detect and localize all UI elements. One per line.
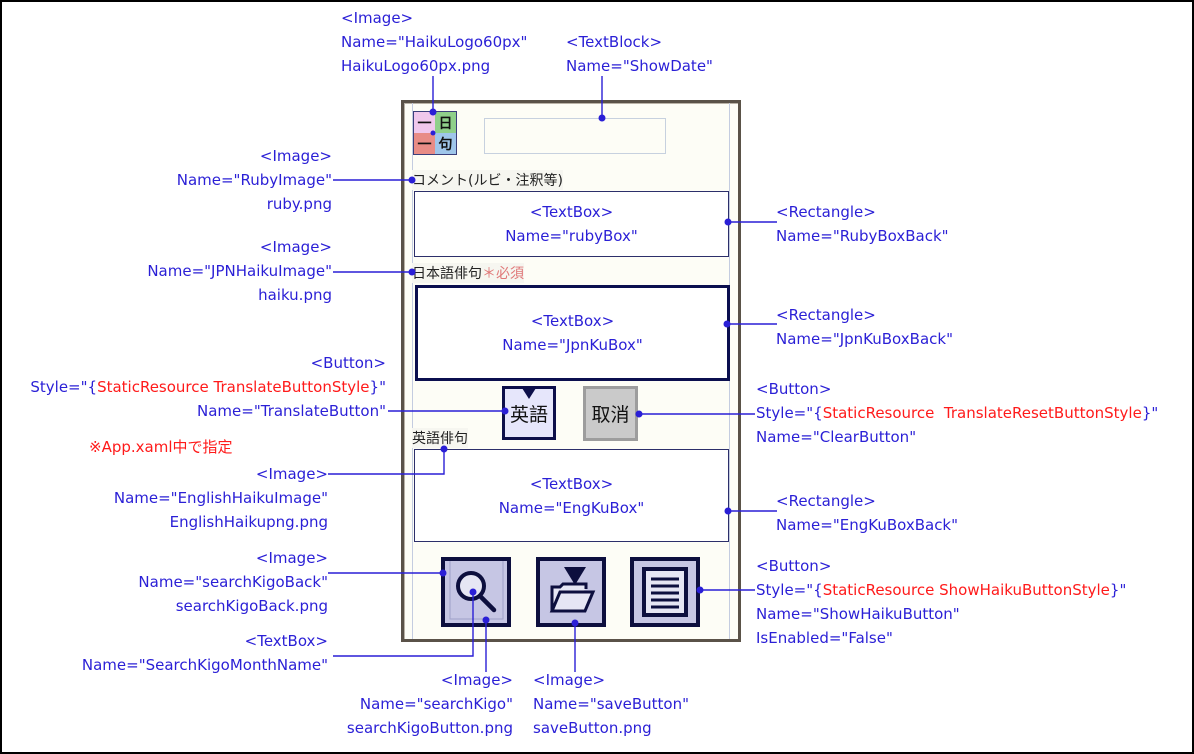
translate-button-label: 英語 bbox=[509, 403, 548, 426]
annotation-tag: <Image> bbox=[533, 671, 606, 689]
annotation-name: Name="JPNHaikuImage" bbox=[147, 262, 332, 280]
annotation-name: Name="RubyImage" bbox=[176, 171, 332, 189]
clear-button-label: 取消 bbox=[591, 404, 630, 426]
ruby-textbox-tag: <TextBox> bbox=[529, 203, 614, 221]
annotation-ruby-image: <Image> Name="RubyImage" ruby.png bbox=[177, 144, 332, 216]
app-xaml-note: ※App.xaml中で指定 bbox=[89, 438, 233, 456]
annotation-name: Name="HaikuLogo60px" bbox=[341, 33, 528, 51]
style-suffix: }" bbox=[1109, 581, 1127, 599]
annotation-show-haiku-button: <Button> Style="{StaticResource ShowHaik… bbox=[756, 554, 1126, 650]
annotation-style: Style="{StaticResource ShowHaikuButtonSt… bbox=[756, 578, 1126, 602]
annotation-tag: <TextBox> bbox=[244, 632, 328, 650]
jpn-textbox-tag: <TextBox> bbox=[530, 312, 615, 330]
annotation-enabled: IsEnabled="False" bbox=[756, 629, 893, 647]
style-suffix: }" bbox=[1141, 404, 1159, 422]
annotation-name: Name="ShowDate" bbox=[566, 57, 713, 75]
folder-download-icon bbox=[549, 567, 596, 613]
annotation-name: Name="EngKuBoxBack" bbox=[776, 516, 959, 534]
annotation-clear-button: <Button> Style="{StaticResource Translat… bbox=[756, 377, 1158, 449]
annotation-name: Name="SearchKigoMonthName" bbox=[81, 656, 328, 674]
down-triangle-icon bbox=[522, 388, 536, 399]
eng-caption: 英語俳句 bbox=[412, 428, 468, 448]
annotation-name: Name="searchKigoBack" bbox=[138, 573, 328, 591]
annotation-jpn-image: <Image> Name="JPNHaikuImage" haiku.png bbox=[147, 235, 332, 307]
annotation-ruby-box-back: <Rectangle> Name="RubyBoxBack" bbox=[776, 200, 949, 248]
ruby-textbox[interactable]: <TextBox> Name="rubyBox" bbox=[414, 191, 729, 257]
style-prefix: Style="{ bbox=[756, 404, 823, 422]
annotation-tag: <Image> bbox=[259, 147, 332, 165]
annotation-name: Name="EnglishHaikuImage" bbox=[113, 489, 328, 507]
jpn-caption-text: 日本語俳句 bbox=[412, 266, 482, 282]
document-lines-icon bbox=[642, 567, 688, 617]
jpn-textbox-name: Name="JpnKuBox" bbox=[502, 336, 643, 354]
annotation-tag: <Image> bbox=[440, 671, 513, 689]
show-haiku-button[interactable] bbox=[630, 557, 700, 627]
annotation-tag: <Image> bbox=[259, 238, 332, 256]
ruby-textbox-name: Name="rubyBox" bbox=[505, 227, 638, 245]
annotation-save-button: <Image> Name="saveButton" saveButton.png bbox=[533, 668, 689, 740]
annotation-search-kigo-back: <Image> Name="searchKigoBack" searchKigo… bbox=[138, 546, 328, 618]
save-button[interactable] bbox=[536, 557, 606, 627]
logo-glyph: 句 bbox=[435, 133, 456, 154]
style-resource: StaticResource ShowHaikuButtonStyle bbox=[822, 581, 1110, 599]
annotation-tag: <Button> bbox=[756, 557, 832, 575]
style-resource: StaticResource TranslateButtonStyle bbox=[97, 378, 370, 396]
annotation-style: Style="{StaticResource TranslateButtonSt… bbox=[30, 375, 386, 399]
annotation-style: Style="{StaticResource TranslateResetBut… bbox=[756, 401, 1158, 425]
style-suffix: }" bbox=[369, 378, 386, 396]
ruby-caption: コメント(ルビ・注釈等) bbox=[412, 170, 563, 190]
annotation-eng-box-back: <Rectangle> Name="EngKuBoxBack" bbox=[776, 489, 958, 537]
style-prefix: Style="{ bbox=[756, 581, 823, 599]
translate-button[interactable]: 英語 bbox=[502, 386, 556, 440]
annotation-name: Name="searchKigo" bbox=[359, 695, 513, 713]
annotation-jpn-box-back: <Rectangle> Name="JpnKuBoxBack" bbox=[776, 303, 953, 351]
jpn-textbox[interactable]: <TextBox> Name="JpnKuBox" bbox=[415, 285, 730, 381]
annotation-tag: <TextBlock> bbox=[566, 33, 663, 51]
magnifier-icon bbox=[449, 561, 504, 620]
annotation-file: searchKigoBack.png bbox=[175, 597, 328, 615]
eng-textbox-tag: <TextBox> bbox=[529, 474, 614, 493]
annotation-file: ruby.png bbox=[266, 195, 332, 213]
style-prefix: Style="{ bbox=[30, 378, 98, 396]
annotation-file: searchKigoButton.png bbox=[346, 719, 513, 737]
annotation-logo: <Image> Name="HaikuLogo60px" HaikuLogo60… bbox=[341, 6, 527, 78]
style-resource: StaticResource TranslateResetButtonStyle bbox=[822, 404, 1142, 422]
show-date-textblock bbox=[484, 118, 666, 154]
eng-textbox[interactable]: <TextBox> Name="EngKuBox" bbox=[414, 449, 729, 542]
eng-textbox-name: Name="EngKuBox" bbox=[498, 498, 645, 517]
annotation-show-date: <TextBlock> Name="ShowDate" bbox=[566, 30, 713, 78]
haiku-logo-icon: 一 日 一 句 bbox=[413, 111, 457, 155]
annotation-tag: <Image> bbox=[255, 465, 328, 483]
logo-glyph: 日 bbox=[435, 112, 456, 133]
annotation-tag: <Image> bbox=[255, 549, 328, 567]
annotation-search-kigo-month: <TextBox> Name="SearchKigoMonthName" bbox=[82, 629, 328, 677]
annotation-tag: <Button> bbox=[310, 354, 386, 372]
annotation-file: haiku.png bbox=[258, 286, 332, 304]
annotation-name: Name="TranslateButton" bbox=[197, 402, 386, 420]
annotation-name: Name="RubyBoxBack" bbox=[776, 227, 949, 245]
clear-button[interactable]: 取消 bbox=[583, 386, 638, 441]
annotation-name: Name="ShowHaikuButton" bbox=[756, 605, 960, 623]
annotation-translate-button: <Button> Style="{StaticResource Translat… bbox=[30, 351, 386, 423]
annotation-file: HaikuLogo60px.png bbox=[341, 57, 491, 75]
annotation-tag: <Button> bbox=[756, 380, 832, 398]
annotation-tag: <Rectangle> bbox=[776, 306, 876, 324]
annotation-tag: <Image> bbox=[341, 9, 414, 27]
logo-glyph: 一 bbox=[414, 112, 435, 133]
search-kigo-button[interactable] bbox=[441, 557, 511, 627]
annotation-file: EnglishHaikupng.png bbox=[169, 513, 328, 531]
annotation-name: Name="saveButton" bbox=[533, 695, 689, 713]
annotation-english-image: <Image> Name="EnglishHaikuImage" English… bbox=[114, 462, 328, 534]
annotation-name: Name="JpnKuBoxBack" bbox=[776, 330, 953, 348]
jpn-caption: 日本語俳句＊必須 bbox=[412, 263, 524, 283]
annotation-tag: <Rectangle> bbox=[776, 492, 876, 510]
required-mark: ＊必須 bbox=[482, 266, 524, 282]
annotation-name: Name="ClearButton" bbox=[756, 428, 917, 446]
annotation-search-kigo: <Image> Name="searchKigo" searchKigoButt… bbox=[347, 668, 513, 740]
annotation-tag: <Rectangle> bbox=[776, 203, 876, 221]
logo-glyph: 一 bbox=[414, 133, 435, 154]
annotation-file: saveButton.png bbox=[533, 719, 652, 737]
guide-line bbox=[412, 103, 413, 639]
